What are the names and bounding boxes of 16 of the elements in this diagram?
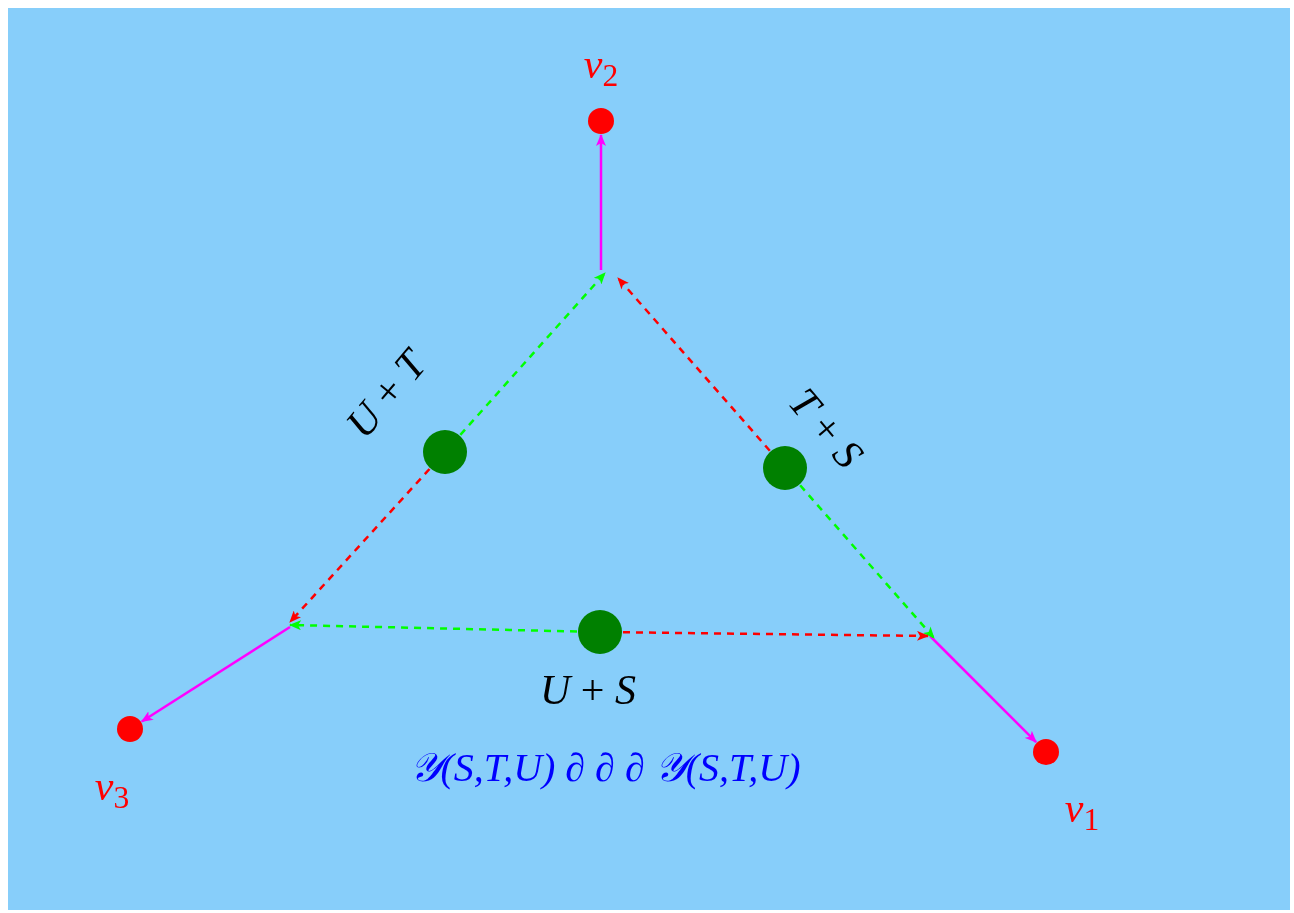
arrow bbox=[289, 468, 431, 623]
arrow bbox=[596, 134, 606, 270]
arrow bbox=[929, 635, 1037, 743]
arrow bbox=[140, 625, 291, 723]
arrow bbox=[799, 484, 935, 639]
arrow bbox=[623, 630, 929, 641]
node-label: v$_{2}$ bbox=[583, 43, 619, 85]
node-label: v$_{1}$ bbox=[1064, 787, 1100, 829]
node-label: U + S bbox=[540, 669, 636, 711]
arrow bbox=[617, 277, 771, 452]
node-label: T + S bbox=[781, 380, 871, 476]
formula-text: 𝒴(S,T,U) ∂ ∂ ∂ 𝒴(S,T,U) bbox=[409, 748, 801, 788]
arrow bbox=[459, 272, 606, 436]
arrow bbox=[289, 620, 578, 633]
node-label: v$_{3}$ bbox=[94, 765, 130, 807]
node-label: U + T bbox=[338, 342, 434, 446]
